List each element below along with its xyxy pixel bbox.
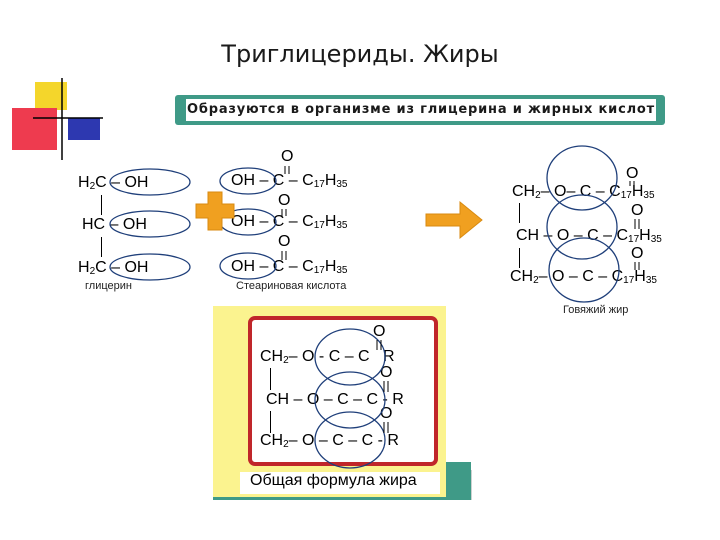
ellipse-oh-acid-3 [219, 252, 277, 280]
red-frame [248, 316, 438, 466]
ellipse-oh-glycerol-3 [109, 253, 191, 281]
ellipse-oh-acid-1 [219, 167, 277, 195]
glycerol-row-3: H2C – OH [78, 259, 149, 277]
acid-row-3: OH – C – C17H35 [231, 258, 348, 276]
plus-icon [195, 191, 235, 231]
fat-row-1: CH2– O– C – C17H35 [512, 183, 655, 201]
glycerol-label: глицерин [85, 280, 132, 292]
fat-bond-1 [519, 203, 520, 223]
general-row-2: CH – O – C – C - R [266, 391, 404, 408]
ellipse-general-1 [314, 328, 386, 386]
ellipse-oh-glycerol-2 [109, 210, 191, 238]
ellipse-fat-1 [546, 145, 618, 211]
glycerol-row-1: H2C – OH [78, 174, 149, 192]
fat-oxygen-1: O [626, 165, 639, 182]
general-row-3: CH2– O – C – C - R [260, 432, 399, 450]
caption-box [240, 472, 440, 494]
ellipse-general-3 [314, 411, 386, 469]
ellipse-oh-glycerol-1 [109, 168, 191, 196]
acid-label: Стеариновая кислота [236, 280, 347, 292]
acid-row-2: OH – C – C17H35 [231, 213, 348, 231]
page-title: Триглицериды. Жиры [221, 40, 499, 68]
glycerol-row-2: HC – OH [82, 216, 147, 233]
acid-row-1: OH – C – C17H35 [231, 172, 348, 190]
acid-oxygen-3: O [278, 233, 291, 250]
glycerol-bond-1 [101, 195, 102, 215]
ellipse-general-2 [314, 371, 386, 429]
fat-oxygen-2: O [631, 202, 644, 219]
acid-oxygen-1: O [281, 148, 294, 165]
fat-bond-2 [519, 248, 520, 268]
arrow-right-icon [425, 200, 483, 240]
fat-row-3: CH2– O – C – C17H35 [510, 268, 657, 286]
general-oxygen-1: O [373, 323, 386, 340]
acid-oxygen-2: O [278, 192, 291, 209]
general-bond-1 [270, 368, 271, 390]
banner-text: Образуются в организме из глицерина и жи… [186, 99, 656, 121]
red-block [12, 108, 57, 150]
fat-label: Говяжий жир [563, 304, 629, 316]
general-bond-2 [270, 411, 271, 433]
ellipse-fat-3 [548, 237, 620, 303]
ellipse-fat-2 [546, 194, 618, 260]
fat-oxygen-3: O [631, 245, 644, 262]
general-caption: Общая формула жира [250, 472, 417, 489]
glycerol-bond-2 [101, 237, 102, 257]
general-oxygen-2: O [380, 364, 393, 381]
double-bonds [281, 166, 640, 433]
general-row-1: CH2– O - C – C R [260, 348, 395, 366]
blue-block [68, 118, 100, 140]
